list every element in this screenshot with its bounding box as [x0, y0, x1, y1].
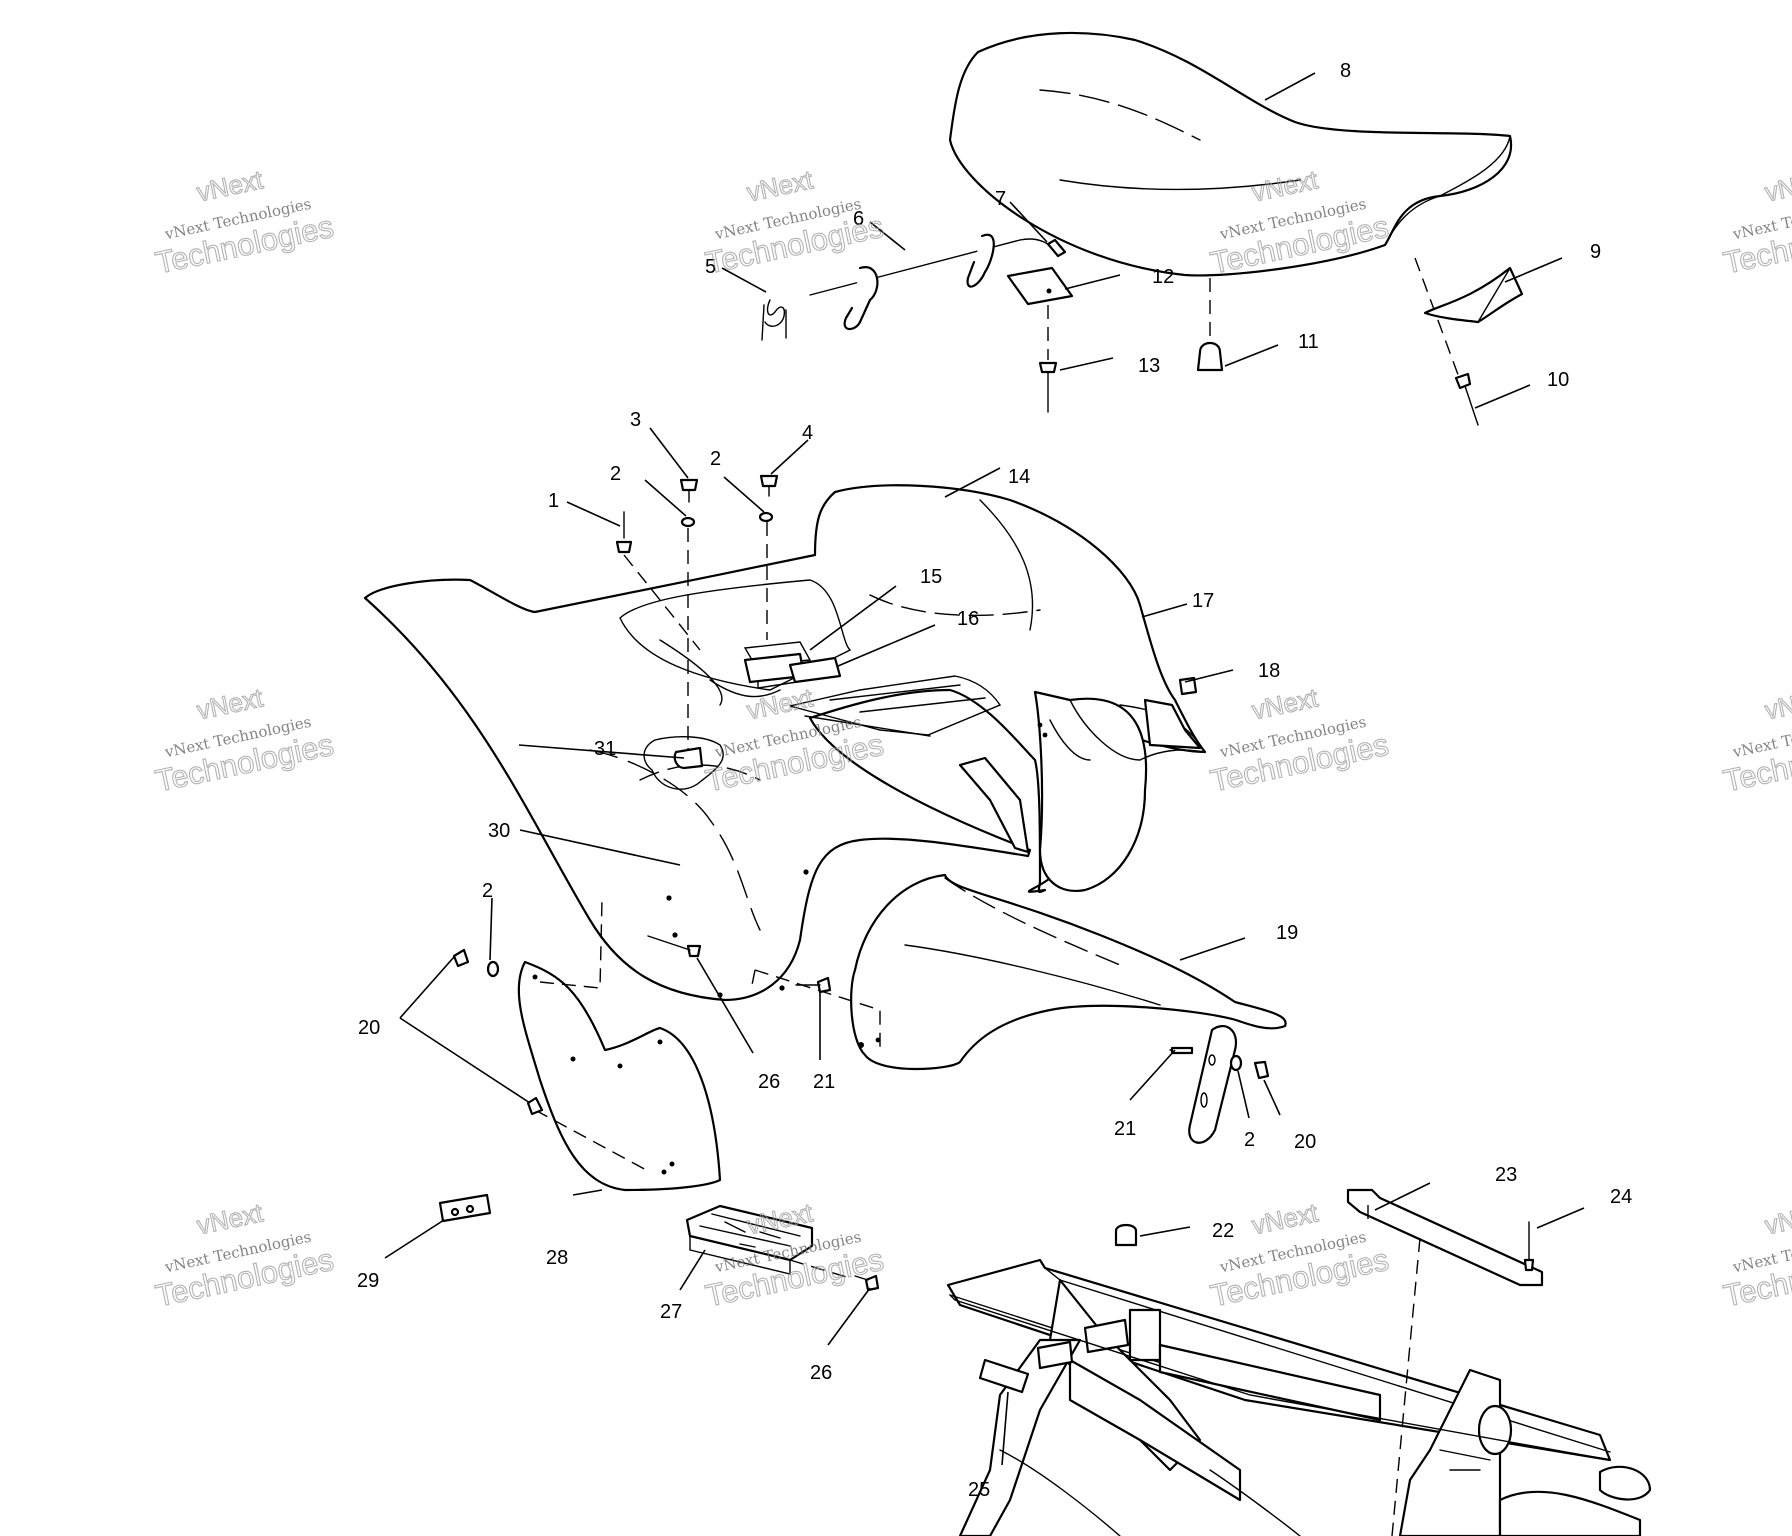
callout-29: 29 — [357, 1270, 379, 1292]
watermark: vNext vNext Technologies Technologies — [1207, 682, 1392, 799]
callout-25: 25 — [968, 1479, 990, 1501]
mud-flap — [438, 899, 880, 1292]
rear-fender — [363, 484, 1207, 1002]
callout-9: 9 — [1590, 241, 1601, 263]
callout-30: 30 — [488, 820, 510, 842]
callout-31: 31 — [594, 738, 616, 760]
seat-latch-assembly — [761, 233, 1524, 426]
svg-text:vNext: vNext — [1762, 682, 1792, 725]
callout-18: 18 — [1258, 660, 1280, 682]
callout-15: 15 — [920, 566, 942, 588]
watermark: vNext vNext Technologies Technologies — [1720, 164, 1792, 281]
svg-text:vNext: vNext — [1762, 164, 1792, 207]
watermark: vNext vNext Technologies Technologies — [702, 1197, 887, 1314]
watermark: vNext vNext Technologies Technologies — [1720, 682, 1792, 799]
callout-11: 11 — [1298, 331, 1319, 353]
seat — [948, 31, 1513, 381]
callout-8: 8 — [1340, 60, 1351, 82]
callout-12: 12 — [1152, 266, 1174, 288]
top-fasteners — [615, 474, 779, 750]
callout-19: 19 — [1276, 922, 1298, 944]
callout-10: 10 — [1547, 369, 1569, 391]
svg-text:vNext: vNext — [194, 1197, 266, 1240]
svg-text:vNext: vNext — [1249, 682, 1321, 725]
callout-labels: 1 2 2 2 2 3 4 5 6 7 8 9 10 11 12 13 14 1… — [357, 60, 1632, 1501]
svg-text:vNext: vNext — [744, 164, 816, 207]
lower-side-panel — [751, 873, 1287, 1144]
callout-5: 5 — [705, 256, 716, 278]
callout-20b: 20 — [1294, 1131, 1316, 1153]
svg-text:vNext: vNext — [194, 164, 266, 207]
callout-2d: 2 — [1244, 1129, 1255, 1151]
callout-14: 14 — [1008, 466, 1030, 488]
callout-2c: 2 — [482, 880, 493, 902]
watermark: vNext vNext Technologies Technologies — [152, 1197, 337, 1314]
callout-1: 1 — [548, 490, 559, 512]
callout-4: 4 — [802, 422, 813, 444]
watermark: vNext vNext Technologies Technologies — [1207, 164, 1392, 281]
callout-17: 17 — [1192, 590, 1214, 612]
callout-24: 24 — [1610, 1186, 1632, 1208]
svg-text:vNext: vNext — [194, 682, 266, 725]
callout-20a: 20 — [358, 1017, 380, 1039]
watermark: vNext vNext Technologies Technologies — [152, 682, 337, 799]
leader-lines — [384, 72, 1585, 1466]
callout-26a: 26 — [758, 1071, 780, 1093]
watermark: vNext vNext Technologies Technologies — [1720, 1197, 1792, 1314]
frame — [946, 1188, 1652, 1536]
callout-13: 13 — [1138, 355, 1160, 377]
callout-27: 27 — [660, 1301, 682, 1323]
watermarks: vNext vNext Technologies Technologies vN… — [152, 164, 1792, 1314]
callout-16: 16 — [957, 608, 979, 630]
watermark: vNext vNext Technologies Technologies — [702, 164, 887, 281]
decal-plates — [743, 652, 1198, 696]
callout-22: 22 — [1212, 1220, 1234, 1242]
callout-28: 28 — [546, 1247, 568, 1269]
callout-2b: 2 — [710, 448, 721, 470]
svg-text:vNext: vNext — [1249, 1197, 1321, 1240]
watermark: vNext vNext Technologies Technologies — [152, 164, 337, 281]
callout-7: 7 — [995, 188, 1006, 210]
svg-text:vNext: vNext — [1762, 1197, 1792, 1240]
callout-26b: 26 — [810, 1362, 832, 1384]
callout-21b: 21 — [1114, 1118, 1136, 1140]
callout-3: 3 — [630, 409, 641, 431]
callout-23: 23 — [1495, 1164, 1517, 1186]
callout-6: 6 — [853, 208, 864, 230]
callout-2a: 2 — [610, 463, 621, 485]
callout-21a: 21 — [813, 1071, 835, 1093]
